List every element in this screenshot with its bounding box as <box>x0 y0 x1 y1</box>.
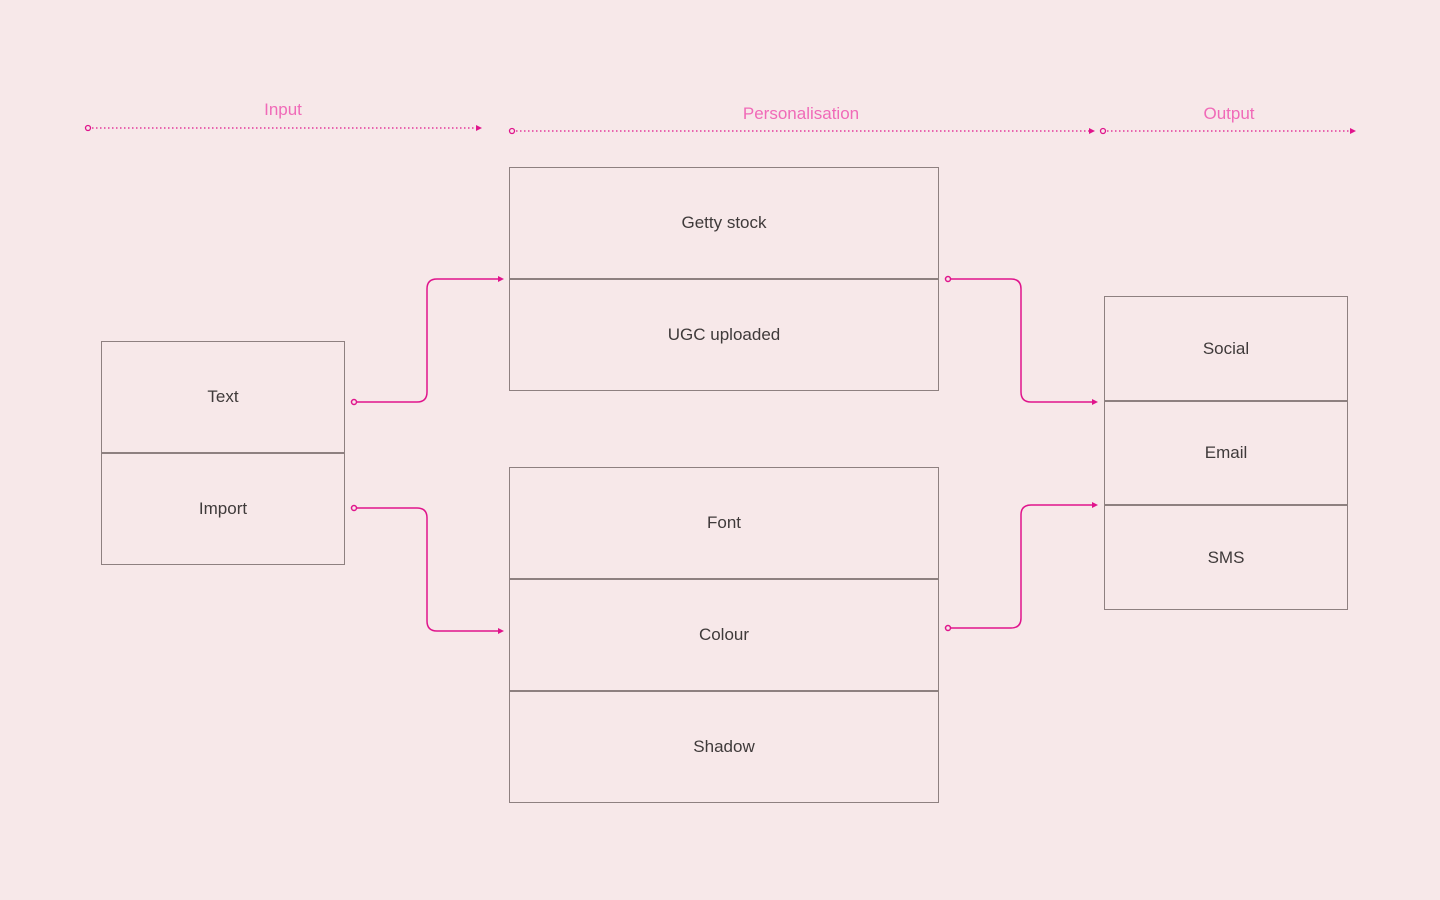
stage-label-personalisation: Personalisation <box>742 104 860 123</box>
connector-media-to-output <box>944 275 1098 405</box>
input-item-import: Import <box>198 499 248 518</box>
output-item-sms: SMS <box>1207 547 1245 567</box>
media-item-getty-stock: Getty stock <box>510 168 938 280</box>
style-item-colour: Colour <box>510 580 938 692</box>
input-item-text: Text <box>102 342 344 454</box>
output-item-email: Email <box>1105 402 1347 506</box>
stage-label-input: Input <box>264 100 302 119</box>
style-box: Font Colour Shadow <box>509 467 939 803</box>
stage-label-output: Output <box>1203 104 1255 123</box>
media-item-ugc-uploaded: UGC uploaded <box>667 325 781 344</box>
connector-text-to-media <box>350 276 504 406</box>
output-box: Social Email SMS <box>1104 296 1348 610</box>
output-item-social: Social <box>1105 297 1347 402</box>
style-item-shadow: Shadow <box>693 737 755 756</box>
stage-arrow-input <box>84 124 482 132</box>
media-box: Getty stock UGC uploaded <box>509 167 939 391</box>
stage-arrow-personalisation <box>508 127 1095 135</box>
style-item-font: Font <box>510 468 938 580</box>
connector-import-to-style <box>350 504 504 634</box>
stage-arrow-output <box>1099 127 1356 135</box>
input-box: Text Import <box>101 341 345 565</box>
connector-style-to-output <box>944 502 1098 632</box>
